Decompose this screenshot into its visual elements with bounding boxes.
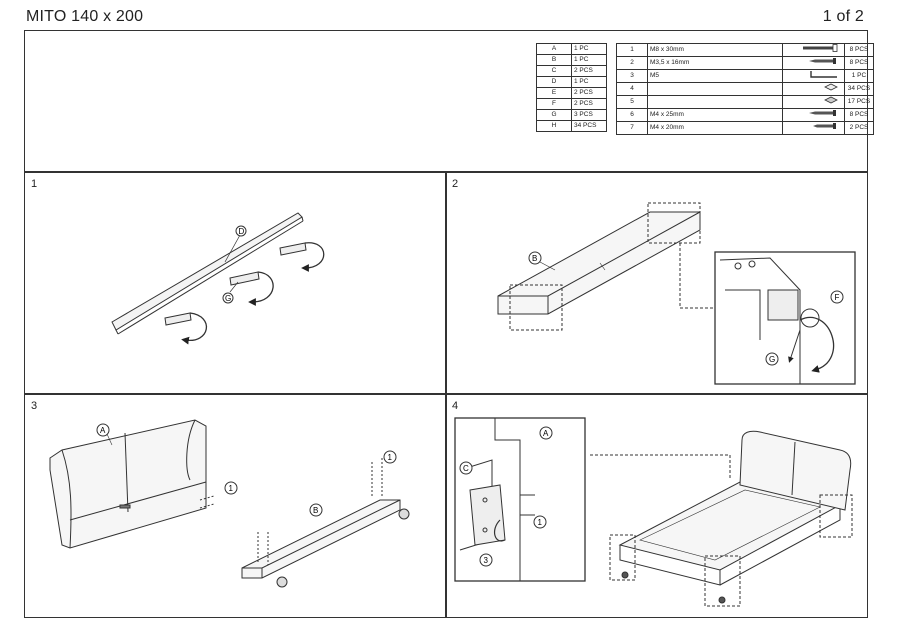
step-4-illustration (454, 417, 853, 607)
callout-a-label: A (100, 426, 106, 435)
callout-a (539, 426, 553, 440)
step-3-number: 3 (31, 400, 38, 412)
hw-qty: 17 PCS (844, 95, 874, 109)
step-3-illustration (49, 419, 410, 588)
callout-g (222, 292, 234, 304)
callout-1-label: 1 (229, 484, 234, 493)
divider-vertical (445, 171, 447, 618)
callout-1 (533, 515, 547, 529)
hw-qty: 2 PCS (844, 121, 874, 135)
rail-d (111, 212, 303, 331)
callout-3 (479, 553, 493, 567)
callout-g2-label: G (769, 355, 775, 364)
rotation-arrow (181, 242, 325, 345)
callout-1-4-label: 1 (538, 518, 543, 527)
pad-icon (824, 96, 838, 104)
callout-b (528, 251, 542, 265)
page-number: 1 of 2 (822, 8, 864, 25)
step-2-illustration (497, 202, 856, 385)
part-id: H (536, 120, 572, 132)
callout-d-label: D (239, 227, 245, 236)
callout-a4-label: A (543, 429, 549, 438)
callout-c-label: C (463, 464, 469, 473)
callout-d (235, 225, 247, 237)
step-1-illustration (111, 212, 325, 345)
screw-icon (809, 58, 836, 64)
callout-b-label: B (532, 254, 537, 263)
callout-1b-label: 1 (388, 453, 393, 462)
headboard-a (49, 419, 207, 549)
callout-g-label: G (225, 294, 231, 303)
callout-a (96, 423, 110, 437)
callout-b (309, 503, 323, 517)
step-2-number: 2 (452, 178, 459, 190)
callout-f-label: F (835, 293, 840, 302)
headboard (739, 430, 852, 511)
callout-1 (383, 450, 397, 464)
callout-f (830, 290, 844, 304)
connector-g (164, 242, 307, 326)
part-qty: 34 PCS (571, 120, 607, 132)
hw-num: 7 (616, 121, 648, 135)
callout-b3-label: B (313, 506, 318, 515)
callout-g (765, 352, 779, 366)
screw-icon (813, 123, 836, 129)
callout-1 (224, 481, 238, 495)
callout-3-label: 3 (484, 556, 489, 565)
step-1-number: 1 (31, 178, 38, 190)
screw-icon (809, 110, 836, 116)
beam-b (497, 211, 701, 315)
allen-key-icon (810, 71, 837, 78)
document-title: MITO 140 x 200 (26, 8, 144, 25)
pad-icon (824, 83, 838, 91)
callout-c (459, 461, 473, 475)
bolt-icon (803, 44, 838, 52)
step-4-number: 4 (452, 400, 459, 412)
